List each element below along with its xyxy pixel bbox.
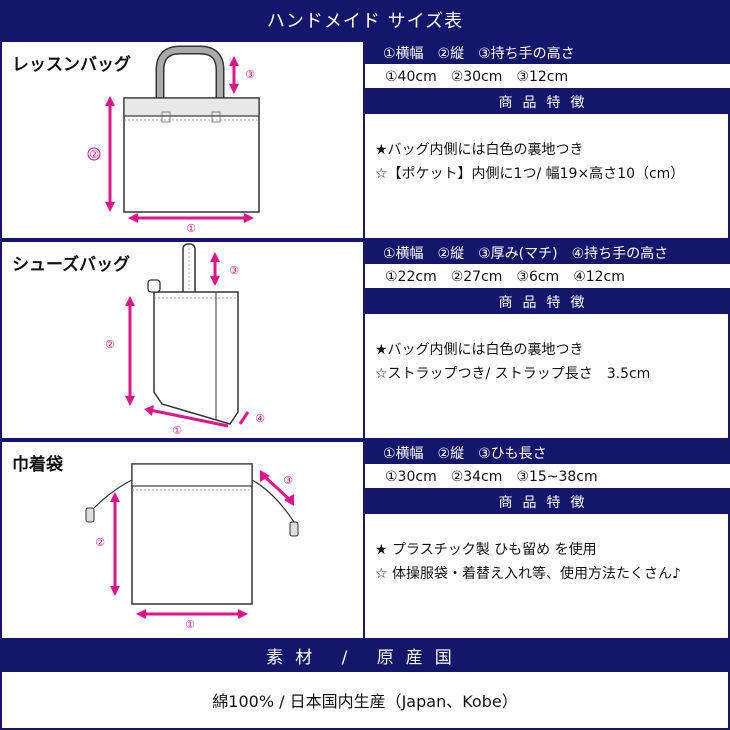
- marker-label: ①: [186, 222, 196, 235]
- product-name: レッスンバッグ: [12, 55, 131, 75]
- spec-values: ①22cm ②27cm ③6cm ④12cm: [365, 264, 730, 290]
- spec-header: ①横幅 ②縦 ③ひも長さ: [365, 442, 728, 464]
- illustration-panel: 巾着袋 ② ① ③: [2, 442, 365, 638]
- feature-item: ☆【ポケット】内側に1つ/ 幅19×高さ10（cm）: [375, 166, 685, 182]
- material-value: 綿100% / 日本国内生産（Japan、Kobe）: [0, 670, 730, 730]
- marker-label: ①: [172, 424, 182, 437]
- spec-values: ①40cm ②30cm ③12cm: [365, 64, 730, 90]
- marker-label: ④: [255, 412, 265, 425]
- feature-header: 商品特徴: [365, 290, 728, 314]
- feature-item: ★バッグ内側には白色の裏地つき: [375, 142, 584, 158]
- feature-item: ★ プラスチック製 ひも留め を使用: [375, 542, 597, 558]
- feature-list: ★バッグ内側には白色の裏地つき ☆ストラップつき/ ストラップ長さ 3.5cm: [365, 314, 728, 386]
- spec-header: ①横幅 ②縦 ③持ち手の高さ: [365, 42, 728, 64]
- section-drawstring-bag: 巾着袋 ② ① ③: [0, 440, 730, 640]
- shoes-bag-illustration: ② ① ③ ④: [105, 243, 265, 437]
- section-lesson-bag: レッスンバッグ ② ① ③: [0, 40, 730, 240]
- drawstring-bag-illustration: ② ① ③: [85, 463, 299, 631]
- feature-list: ★ プラスチック製 ひも留め を使用 ☆ 体操服袋・着替え入れ等、使用方法たくさ…: [365, 514, 728, 586]
- spec-panel: ①横幅 ②縦 ③厚み(マチ) ④持ち手の高さ ①22cm ②27cm ③6cm …: [365, 242, 730, 438]
- material-header: 素材 / 原産国: [0, 640, 730, 670]
- feature-item: ☆ 体操服袋・着替え入れ等、使用方法たくさん♪: [375, 566, 681, 582]
- page-title: ハンドメイド サイズ表: [0, 0, 730, 40]
- spec-panel: ①横幅 ②縦 ③持ち手の高さ ①40cm ②30cm ③12cm 商品特徴 ★バ…: [365, 42, 730, 238]
- spec-header: ①横幅 ②縦 ③厚み(マチ) ④持ち手の高さ: [365, 242, 728, 264]
- spec-panel: ①横幅 ②縦 ③ひも長さ ①30cm ②34cm ③15~38cm 商品特徴 ★…: [365, 442, 730, 638]
- feature-list: ★バッグ内側には白色の裏地つき ☆【ポケット】内側に1つ/ 幅19×高さ10（c…: [365, 114, 728, 186]
- marker-label: ②: [95, 536, 105, 549]
- marker-label: ①: [185, 618, 195, 631]
- marker-label: ③: [229, 264, 239, 277]
- feature-item: ★バッグ内側には白色の裏地つき: [375, 342, 584, 358]
- product-name: 巾着袋: [12, 455, 63, 475]
- feature-item: ☆ストラップつき/ ストラップ長さ 3.5cm: [375, 366, 651, 382]
- marker-label: ③: [245, 68, 255, 81]
- spec-values: ①30cm ②34cm ③15~38cm: [365, 464, 730, 490]
- lesson-bag-illustration: ② ① ③: [87, 45, 260, 235]
- marker-label: ②: [89, 148, 99, 161]
- illustration-panel: レッスンバッグ ② ① ③: [2, 42, 365, 238]
- product-name: シューズバッグ: [12, 255, 131, 275]
- illustration-panel: シューズバッグ ② ① ③: [2, 242, 365, 438]
- marker-label: ②: [105, 338, 115, 351]
- feature-header: 商品特徴: [365, 90, 728, 114]
- feature-header: 商品特徴: [365, 490, 728, 514]
- section-shoes-bag: シューズバッグ ② ① ③: [0, 240, 730, 440]
- marker-label: ③: [283, 474, 293, 487]
